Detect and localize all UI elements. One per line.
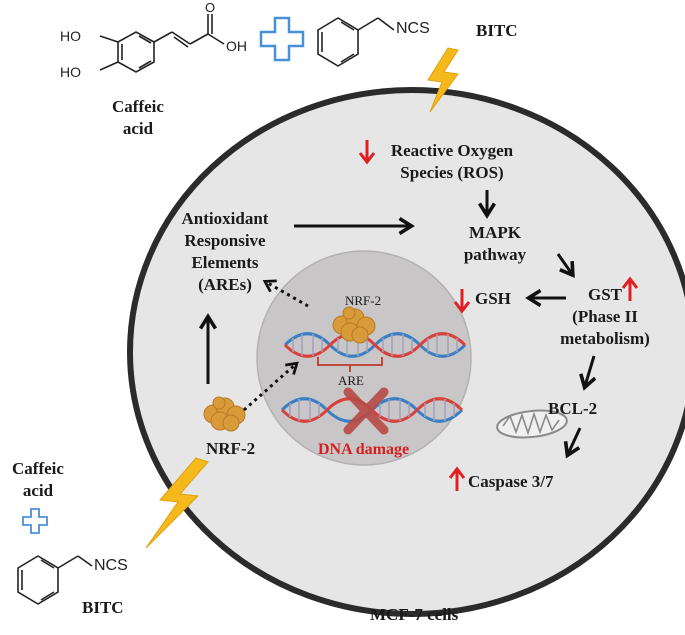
caffeic-acid-line1: Caffeic <box>112 97 164 116</box>
ros-label: Reactive Oxygen Species (ROS) <box>362 140 542 184</box>
dotted-arrow-nrf2-into-nucleus <box>243 361 299 412</box>
bitc-structure <box>17 555 93 605</box>
plus-icon <box>259 16 305 62</box>
mapk-line1: MAPK <box>469 223 521 242</box>
are-line4: (AREs) <box>198 275 252 294</box>
caspase-label: Caspase 3/7 <box>468 472 554 491</box>
carbonyl-o-label: O <box>205 0 216 15</box>
bitc-structure <box>317 17 395 67</box>
gst-label: GST (Phase II metabolism) <box>550 284 660 350</box>
mitochondrion-icon <box>496 409 568 439</box>
gsh-label: GSH <box>475 289 511 308</box>
arrow-mapk-to-gst <box>556 253 575 279</box>
down-arrow-icon <box>453 289 471 314</box>
arrow-gst-to-bcl2 <box>579 355 597 391</box>
ncs-label: NCS <box>94 557 128 574</box>
dotted-arrow-nucleus-to-are <box>262 279 309 308</box>
oh-label: OH <box>226 38 247 54</box>
ho-label: HO <box>60 64 81 80</box>
are-line2: Responsive <box>184 231 266 250</box>
up-arrow-icon <box>621 276 639 301</box>
caffeic-acid-structure <box>99 14 225 73</box>
protein-icon <box>332 306 376 344</box>
mapk-line2: pathway <box>463 245 527 264</box>
damage-x-icon <box>343 387 389 435</box>
nrf2-outside-label: NRF-2 <box>206 439 256 458</box>
caffeic-acid-line2: acid <box>22 481 54 500</box>
are-nucleus-label: ARE <box>338 373 364 388</box>
up-arrow-icon <box>448 466 466 491</box>
ncs-label: NCS <box>396 20 430 37</box>
mapk-label: MAPK pathway <box>450 222 540 266</box>
cell-caption: MCF-7 cells <box>370 605 459 624</box>
gst-line1: GST <box>587 285 623 304</box>
ros-line2: Species (ROS) <box>400 163 504 182</box>
pathway-arrows <box>198 190 597 459</box>
dna-damage-label: DNA damage <box>318 441 410 458</box>
gst-line3: metabolism) <box>560 329 650 348</box>
are-bracket <box>317 357 383 372</box>
ros-line1: Reactive Oxygen <box>390 141 514 160</box>
caffeic-acid-label-top: Caffeic acid <box>98 96 178 140</box>
protein-icon <box>203 396 246 432</box>
caffeic-acid-line1: Caffeic <box>12 459 64 478</box>
bitc-label-bottom: BITC <box>82 598 124 617</box>
bitc-label-top: BITC <box>476 21 518 40</box>
arrow-bcl2-to-caspase <box>563 427 582 459</box>
caffeic-acid-label-bottom: Caffeic acid <box>2 458 74 502</box>
plus-icon <box>22 508 48 534</box>
are-elements-label: Antioxidant Responsive Elements (AREs) <box>160 208 290 296</box>
nrf2-nucleus-label: NRF-2 <box>345 293 382 308</box>
are-line3: Elements <box>191 253 259 272</box>
caffeic-acid-line2: acid <box>122 119 154 138</box>
ho-label: HO <box>60 28 81 44</box>
gst-line2: (Phase II <box>572 307 638 326</box>
lightning-icon <box>427 47 459 113</box>
down-arrow-icon <box>358 140 376 165</box>
bcl2-label: BCL-2 <box>548 399 598 418</box>
lightning-icon <box>145 457 209 549</box>
are-line1: Antioxidant <box>181 209 269 228</box>
